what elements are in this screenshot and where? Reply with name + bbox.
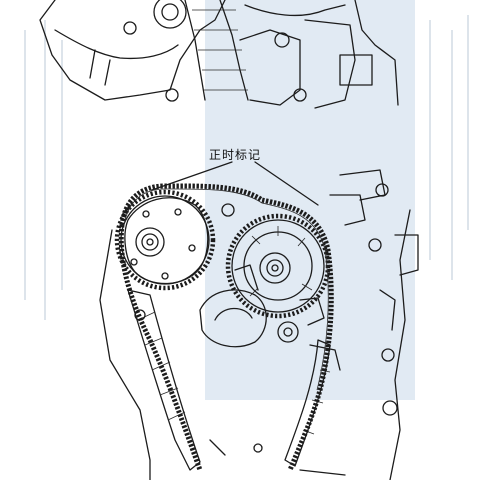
cylinder-head-outline [99, 169, 419, 480]
intake-camshaft-sprocket [114, 189, 216, 291]
upper-engine-view [39, 0, 399, 109]
watermark-vertical-text [24, 15, 469, 320]
timing-chain [118, 183, 334, 471]
timing-mark-label: 正时标记 [209, 148, 262, 162]
